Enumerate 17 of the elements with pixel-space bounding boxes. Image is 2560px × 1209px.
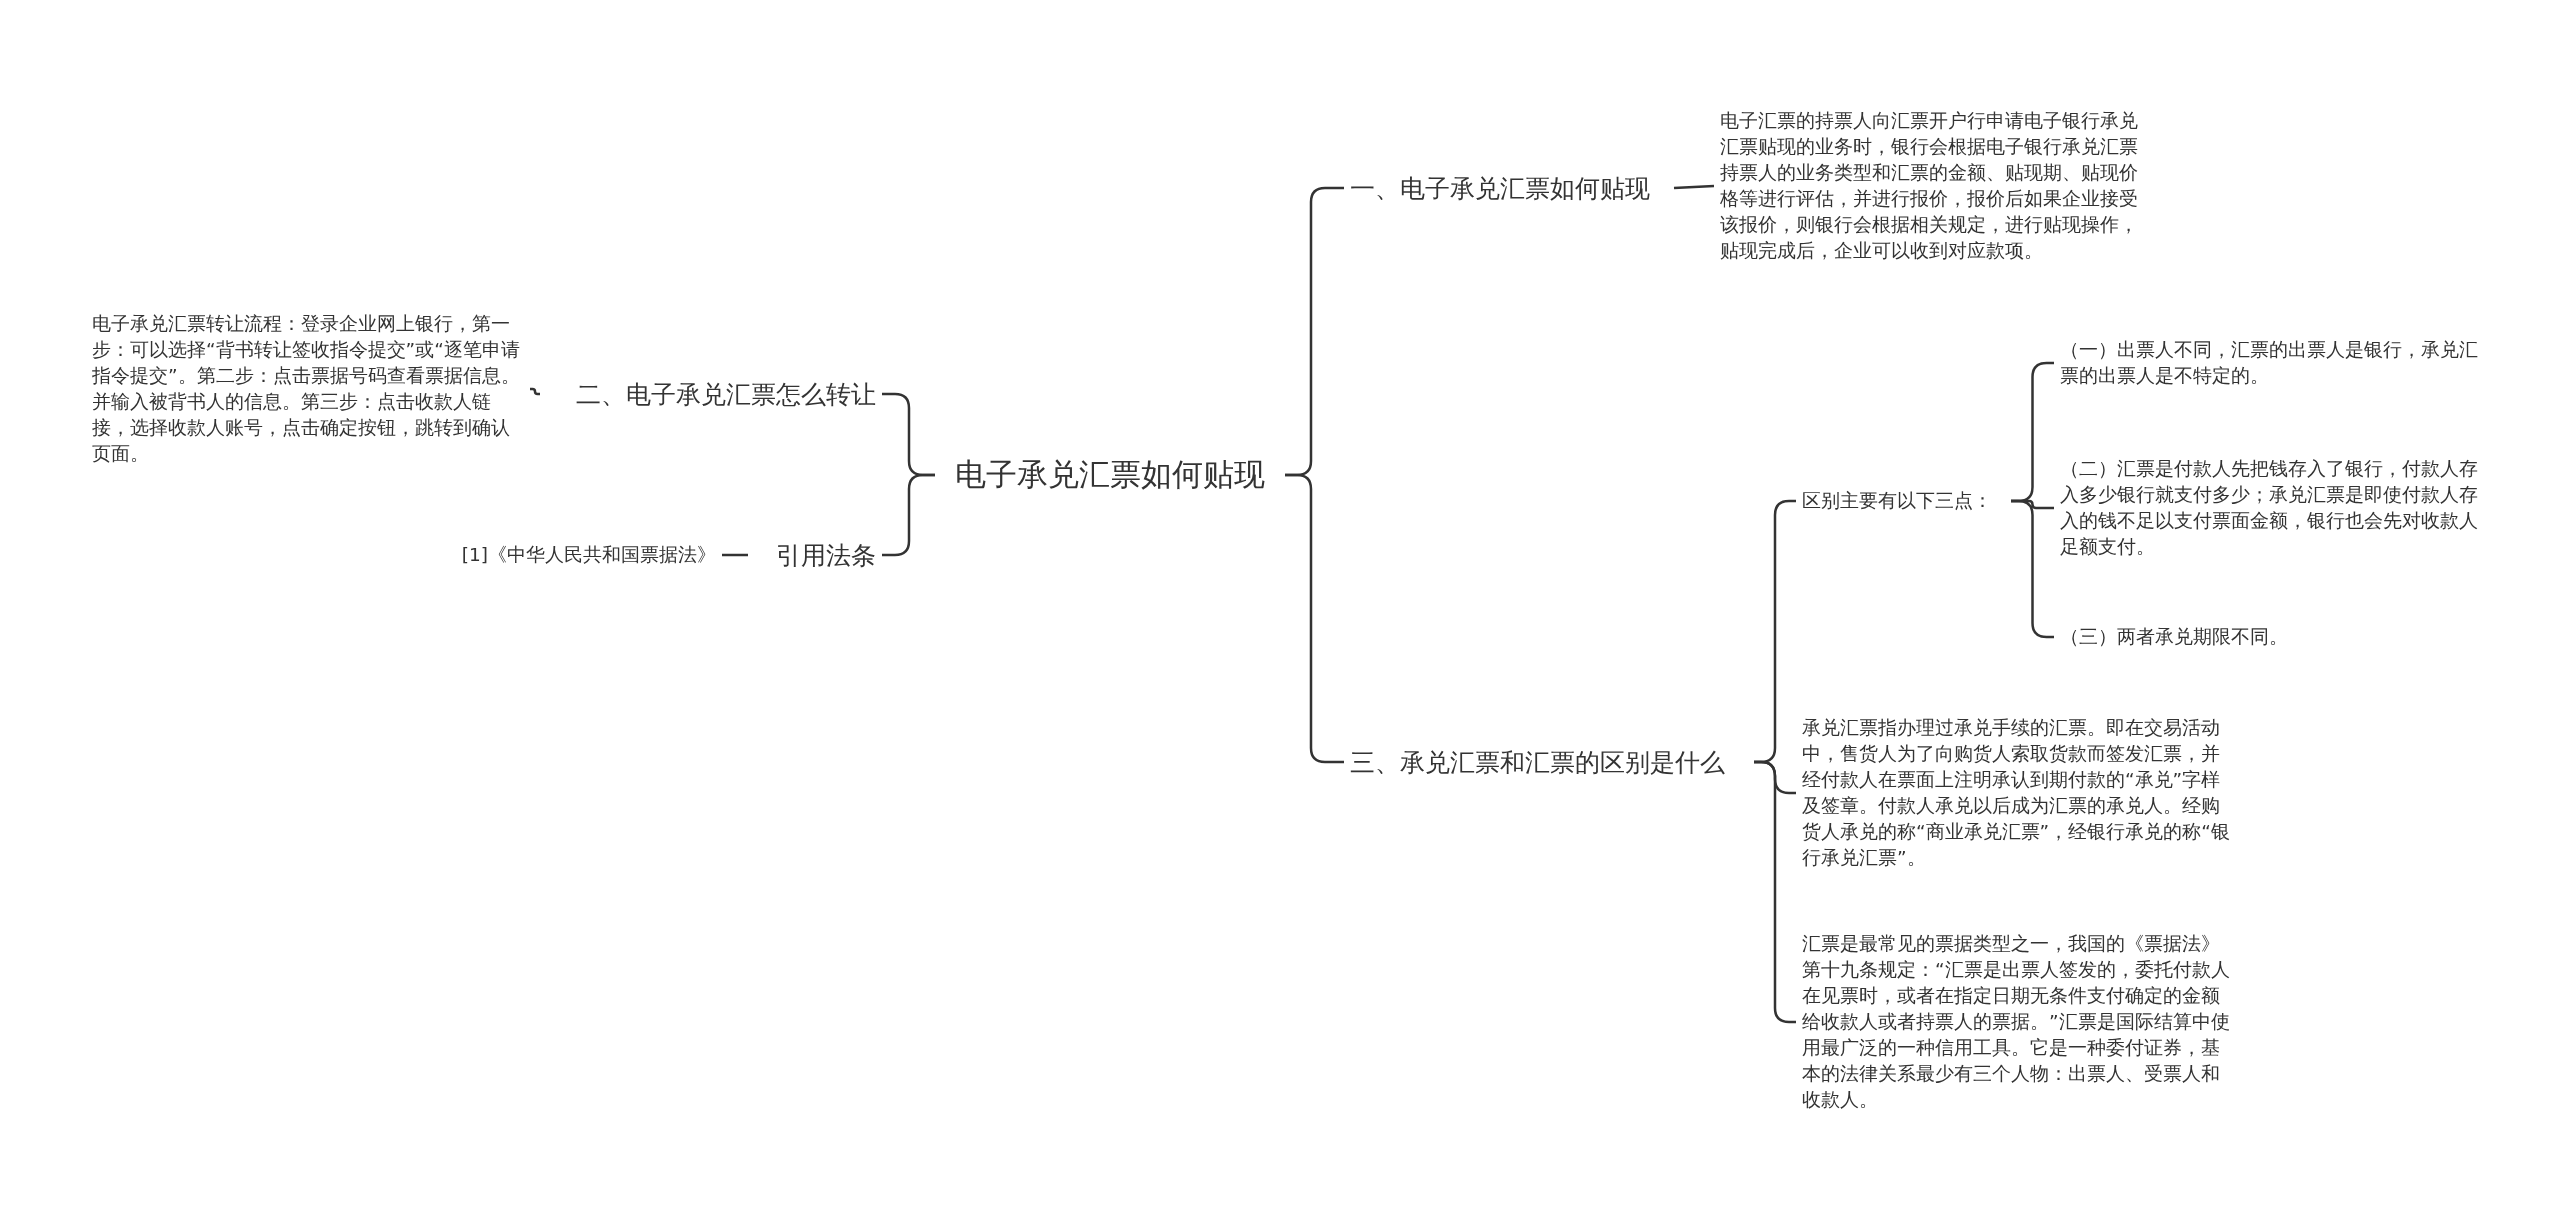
note-text: 电子汇票的持票人向汇票开户行申请电子银行承兑汇票贴现的业务时，银行会根据电子银行承兑汇票持票人的业务类型和汇票的金额、贴现期、贴现价格等进行评估，并进行报价，报价后如果企业接受该报价，则银行会根据相关规定，进行贴现操作，贴现完成后，企业可以收到对应款项。 [1720,109,2139,263]
connector-line [722,553,748,557]
branch-topic: 引用法条 [775,539,876,572]
note-text: 汇票是最常见的票据类型之一，我国的《票据法》第十九条规定：“汇票是出票人签发的，委托付款人在见票时，或者在指定日期无条件支付确定的金额给收款人或者持票人的票据。”汇票是国际结算中使用最广泛的一种信用工具。它是一种委付证券，基本的法律关系最少有三个人物：出票人、受票人和收款人。 [1802,932,2230,1112]
note-text: （一）出票人不同，汇票的出票人是银行，承兑汇票的出票人是不特定的。 [2060,338,2479,388]
branch-topic: 一、电子承兑汇票如何贴现 [1350,172,1651,205]
note-text: 区别主要有以下三点： [1802,489,1993,513]
note-text: [1]《中华人民共和国票据法》 [460,543,716,567]
connector-line [1673,184,1715,190]
note-text: （三）两者承兑期限不同。 [2060,625,2289,649]
central-topic: 电子承兑汇票如何贴现 [954,455,1266,494]
connector-line [530,387,540,396]
branch-topic: 三、承兑汇票和汇票的区别是什么 [1350,746,1726,779]
branch-topic: 二、电子承兑汇票怎么转让 [575,378,876,411]
note-text: 电子承兑汇票转让流程：登录企业网上银行，第一步：可以选择“背书转让签收指令提交”或“逐笔申请指令提交”。第二步：点击票据号码查看票据信息。并输入被背书人的信息。第三步：点击收款人链接，选择收款人账号，点击确定按钮，跳转到确认页面。 [92,312,521,466]
note-text: （二）汇票是付款人先把钱存入了银行，付款人存入多少银行就支付多少；承兑汇票是即使付款人存入的钱不足以支付票面金额，银行也会先对收款人足额支付。 [2060,457,2479,559]
note-text: 承兑汇票指办理过承兑手续的汇票。即在交易活动中，售货人为了向购货人索取货款而签发汇票，并经付款人在票面上注明承认到期付款的“承兑”字样及签章。付款人承兑以后成为汇票的承兑人。经购货人承兑的称“商业承兑汇票”，经银行承兑的称“银行承兑汇票”。 [1802,716,2230,870]
